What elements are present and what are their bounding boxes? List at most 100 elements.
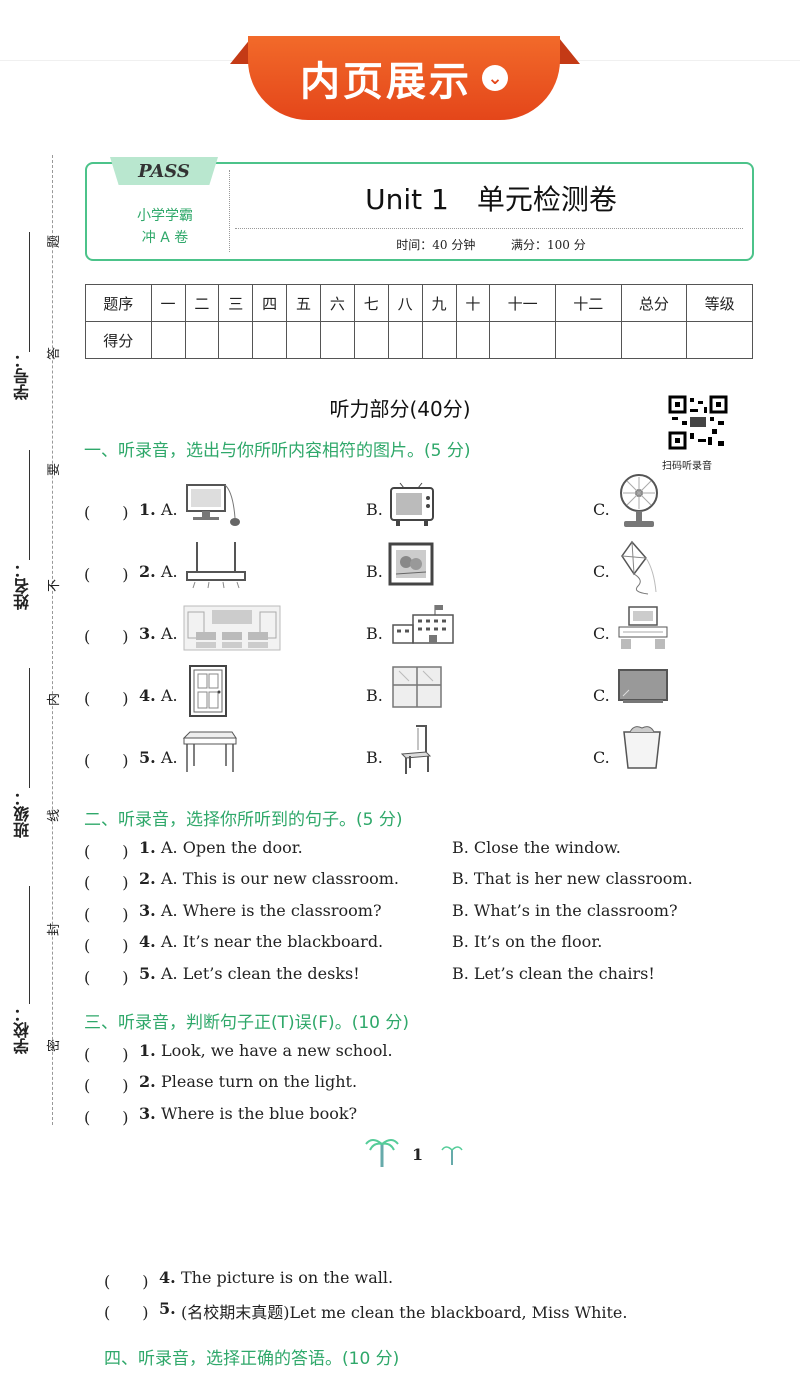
door-icon[interactable] — [188, 664, 228, 718]
chair-icon[interactable] — [398, 724, 434, 776]
computer-icon[interactable] — [183, 482, 245, 530]
option-a: A. Open the door. — [161, 838, 303, 857]
title-separator — [229, 170, 230, 252]
score-input-cell[interactable] — [686, 321, 753, 359]
binding-char: 不 — [47, 578, 63, 593]
exam-meta: 时间：40 分钟 满分：100 分 — [232, 236, 750, 253]
banner-title: 内页展示 — [300, 59, 472, 105]
brand-line-2: 冲 A 卷 — [141, 230, 189, 246]
option-label-b: B. — [366, 624, 383, 643]
answer-bracket[interactable]: ( ) — [84, 1045, 129, 1064]
picture-frame-icon[interactable] — [388, 542, 434, 586]
score-input-cell[interactable] — [218, 321, 254, 359]
option-a: A. It’s near the blackboard. — [161, 932, 384, 951]
binding-char: 要 — [47, 462, 63, 477]
option-label-b: B. — [366, 686, 383, 705]
option-label-c: C. — [593, 624, 610, 643]
answer-bracket[interactable]: ( ) — [84, 1076, 129, 1095]
statement: The picture is on the wall. — [181, 1268, 394, 1287]
option-label-c: C. — [593, 500, 610, 519]
trash-bin-icon[interactable] — [620, 724, 664, 770]
option-label-b: B. — [366, 500, 383, 519]
answer-bracket[interactable]: ( ) — [84, 751, 129, 770]
palm-tree-icon — [441, 1146, 463, 1165]
binding-char: 答 — [47, 346, 63, 361]
option-label-a: A. — [161, 748, 178, 767]
score-input-cell[interactable] — [387, 321, 423, 359]
option-a: A. Let’s clean the desks! — [161, 964, 360, 983]
score-input-cell[interactable] — [320, 321, 355, 359]
question-number: 4. — [139, 932, 156, 951]
answer-bracket[interactable]: ( ) — [84, 968, 129, 987]
answer-bracket[interactable]: ( ) — [84, 905, 129, 924]
page-number: 1 — [412, 1145, 424, 1164]
answer-bracket[interactable]: ( ) — [84, 689, 129, 708]
question-number: 3. — [139, 901, 156, 920]
computer-room-icon[interactable] — [617, 605, 669, 651]
score-input-cell[interactable] — [286, 321, 321, 359]
brand-label: 小学学霸 冲 A 卷 — [112, 205, 218, 249]
kite-icon[interactable] — [618, 540, 660, 596]
option-b: B. Close the window. — [452, 838, 621, 857]
option-label-a: A. — [161, 624, 178, 643]
score-input-cell[interactable] — [150, 321, 186, 359]
score-input-cell[interactable] — [421, 321, 457, 359]
classroom-icon[interactable] — [182, 604, 282, 652]
option-label-c: C. — [593, 562, 610, 581]
page-title: Unit 1 单元检测卷 — [365, 183, 617, 216]
qr-code-icon[interactable] — [668, 395, 728, 450]
question-number: 3. — [139, 1104, 156, 1123]
option-label-b: B. — [366, 748, 383, 767]
statement: Look, we have a new school. — [161, 1041, 393, 1060]
score-input-cell[interactable] — [455, 321, 491, 359]
score-table-cell: 十二 — [555, 284, 622, 322]
window-icon[interactable] — [391, 665, 443, 709]
part-3-heading: 三、听录音，判断句子正(T)误(F)。(10 分) — [84, 1013, 409, 1033]
score-input-cell[interactable] — [620, 321, 688, 359]
exam-full-score: 满分：100 分 — [511, 238, 586, 252]
score-input-cell[interactable] — [252, 321, 288, 359]
score-table-cell: 三 — [218, 284, 254, 322]
option-label-a: A. — [161, 686, 178, 705]
ceiling-light-icon[interactable] — [183, 542, 249, 590]
binding-char: 密 — [47, 1038, 63, 1053]
option-b: B. It’s on the floor. — [452, 932, 603, 951]
score-table-cell: 九 — [421, 284, 457, 322]
binding-char: 封 — [47, 922, 63, 937]
chevron-down-icon[interactable]: ⌄ — [482, 65, 508, 91]
school-label: 学校： — [13, 1006, 32, 1054]
score-input-cell[interactable] — [489, 321, 556, 359]
answer-bracket[interactable]: ( ) — [84, 1108, 129, 1127]
answer-bracket[interactable]: ( ) — [84, 565, 129, 584]
binding-char: 题 — [47, 234, 63, 249]
score-input-cell[interactable] — [555, 321, 622, 359]
name-label: 姓名： — [13, 562, 32, 610]
score-table-cell: 六 — [320, 284, 355, 322]
option-b: B. Let’s clean the chairs! — [452, 964, 655, 983]
desk-icon[interactable] — [182, 730, 238, 774]
score-table-cell: 七 — [353, 284, 389, 322]
answer-bracket[interactable]: ( ) — [104, 1272, 149, 1291]
answer-bracket[interactable]: ( ) — [84, 873, 129, 892]
answer-bracket[interactable]: ( ) — [104, 1303, 149, 1322]
fan-icon[interactable] — [616, 473, 662, 529]
statement: Where is the blue book? — [161, 1104, 358, 1123]
option-b: B. What’s in the classroom? — [452, 901, 678, 920]
score-row-label: 得分 — [85, 321, 152, 359]
question-number: 1. — [139, 1041, 156, 1060]
option-label-c: C. — [593, 748, 610, 767]
page-banner: 内页展示 ⌄ — [248, 36, 560, 120]
blackboard-icon[interactable] — [617, 668, 669, 704]
title-box — [85, 162, 754, 261]
school-building-icon[interactable] — [391, 603, 455, 645]
answer-bracket[interactable]: ( ) — [84, 842, 129, 861]
score-input-cell[interactable] — [353, 321, 389, 359]
score-input-cell[interactable] — [184, 321, 220, 359]
question-number: 4. — [139, 686, 156, 705]
option-label-a: A. — [161, 500, 178, 519]
answer-bracket[interactable]: ( ) — [84, 936, 129, 955]
score-table-cell: 一 — [150, 284, 186, 322]
answer-bracket[interactable]: ( ) — [84, 627, 129, 646]
answer-bracket[interactable]: ( ) — [84, 503, 129, 522]
tv-icon[interactable] — [388, 482, 436, 528]
